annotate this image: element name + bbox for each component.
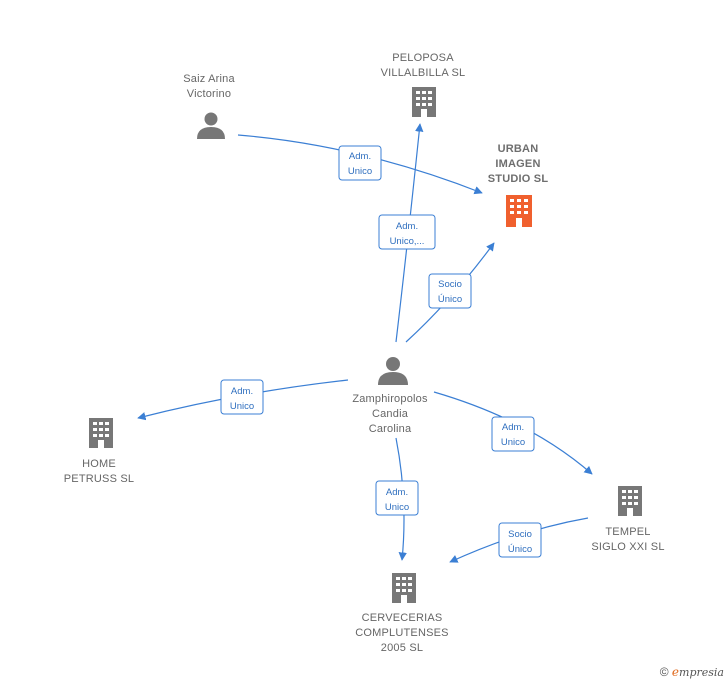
- node-label-line: Candia: [372, 408, 409, 420]
- node-urban-imagen-studio[interactable]: URBAN IMAGEN STUDIO SL: [488, 143, 549, 227]
- edges: [137, 123, 593, 563]
- edge-label-line-2: Único: [438, 294, 462, 305]
- node-label-line: Saiz Arina: [183, 73, 235, 85]
- node-label-line: PETRUSS SL: [64, 473, 134, 485]
- edge-label-line-1: Adm.: [386, 487, 408, 498]
- edge-label-line-1: Adm.: [396, 221, 418, 232]
- edge-label-line-1: Socio: [438, 279, 462, 290]
- node-home-petruss[interactable]: HOME PETRUSS SL: [64, 418, 134, 485]
- node-label-line: SIGLO XXI SL: [591, 541, 664, 553]
- building-icon: [506, 195, 532, 227]
- edge-label-line-1: Adm.: [231, 386, 253, 397]
- node-label-line: IMAGEN: [495, 158, 540, 170]
- node-zamphiropolos-candia-carolina[interactable]: Zamphiropolos Candia Carolina: [352, 357, 428, 435]
- node-label-line: STUDIO SL: [488, 173, 549, 185]
- brand-logo-initial: e: [671, 665, 680, 679]
- copyright-symbol: ©: [659, 665, 669, 679]
- footer-credit: © empresia: [660, 665, 724, 679]
- building-icon: [618, 486, 642, 516]
- node-label-line: Zamphiropolos: [352, 393, 428, 405]
- edge-label-zamphi-urban[interactable]: Socio Único: [428, 273, 472, 309]
- edge-label-saiz-urban[interactable]: Adm. Unico: [338, 145, 382, 181]
- edge-label-line-1: Adm.: [502, 422, 524, 433]
- edge-label-line-2: Unico,...: [390, 236, 425, 247]
- edge-label-tempel-cervecerias[interactable]: Socio Único: [498, 522, 542, 558]
- edge-label-line-2: Unico: [230, 401, 254, 412]
- node-cervecerias-complutenses[interactable]: CERVECERIAS COMPLUTENSES 2005 SL: [355, 573, 449, 654]
- building-icon: [89, 418, 113, 448]
- brand-logo-text: mpresia: [679, 666, 724, 679]
- building-icon: [412, 87, 436, 117]
- edge-label-line-2: Unico: [385, 502, 409, 513]
- node-label-line: 2005 SL: [381, 642, 423, 654]
- person-icon: [197, 112, 225, 139]
- node-label-line: Victorino: [187, 88, 231, 100]
- edge-label-zamphi-cervecerias[interactable]: Adm. Unico: [375, 480, 419, 516]
- edge-label-line-2: Unico: [348, 166, 372, 177]
- edge-label-line-1: Adm.: [349, 151, 371, 162]
- node-label-line: CERVECERIAS: [362, 612, 443, 624]
- edge-label-line-2: Único: [508, 544, 532, 555]
- person-icon: [378, 357, 408, 385]
- node-label-line: Carolina: [369, 423, 412, 435]
- node-label-line: TEMPEL: [605, 526, 650, 538]
- node-label-line: HOME: [82, 458, 116, 470]
- building-icon: [392, 573, 416, 603]
- edge-label-zamphi-peloposa[interactable]: Adm. Unico,...: [378, 214, 436, 250]
- node-label-line: COMPLUTENSES: [355, 627, 448, 639]
- edge-label-zamphi-home[interactable]: Adm. Unico: [220, 379, 264, 415]
- edge-label-line-1: Socio: [508, 529, 532, 540]
- node-tempel-siglo-xxi[interactable]: TEMPEL SIGLO XXI SL: [591, 486, 664, 553]
- node-label-line: URBAN: [498, 143, 539, 155]
- edge-label-line-2: Unico: [501, 437, 525, 448]
- node-label-line: VILLALBILLA SL: [381, 67, 466, 79]
- node-peloposa-villalbilla[interactable]: PELOPOSA VILLALBILLA SL: [381, 52, 466, 117]
- edge-label-zamphi-tempel[interactable]: Adm. Unico: [491, 416, 535, 452]
- node-saiz-arina-victorino[interactable]: Saiz Arina Victorino: [183, 73, 235, 139]
- node-label-line: PELOPOSA: [392, 52, 454, 64]
